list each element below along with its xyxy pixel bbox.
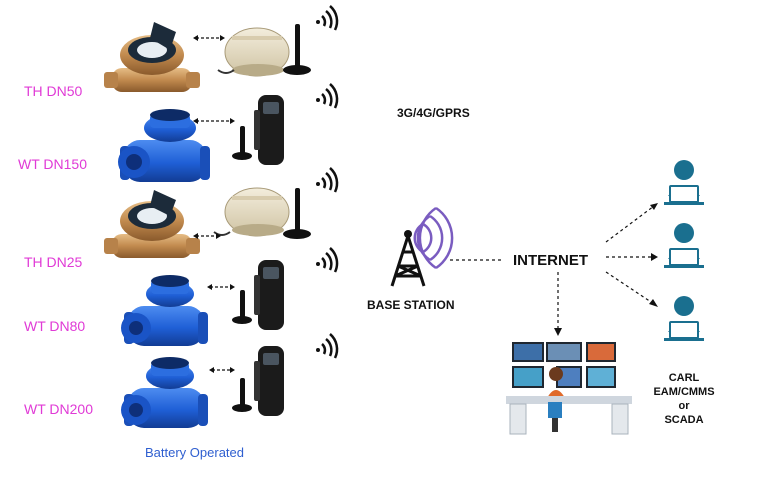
base-station-tower-icon (390, 206, 454, 287)
meter-label-wt-dn80: WT DN80 (24, 318, 86, 334)
network-label: 3G/4G/GPRS (397, 106, 470, 120)
system-label-line2: EAM/CMMS (653, 386, 715, 398)
meter-label-th-dn25: TH DN25 (24, 254, 83, 270)
base-station-label: BASE STATION (367, 298, 455, 312)
tall-module-2 (232, 95, 284, 165)
internet-label: INTERNET (513, 252, 588, 269)
blue-meter-4 (121, 275, 208, 346)
battery-operated-label: Battery Operated (145, 445, 244, 460)
control-room-illustration (506, 342, 632, 435)
system-label-line1: CARL (668, 372, 700, 384)
meter-label-th-dn50: TH DN50 (24, 83, 83, 99)
blue-meter-5 (121, 357, 208, 428)
meter-label-wt-dn200: WT DN200 (24, 401, 93, 417)
blue-meter-2 (118, 109, 210, 182)
round-module-1 (217, 24, 311, 77)
round-module-3 (213, 187, 311, 239)
brass-meter-3 (104, 190, 200, 258)
tall-module-4 (232, 260, 284, 330)
tall-module-5 (232, 346, 284, 416)
system-label-line3: or (678, 400, 690, 412)
meter-module-arrows (193, 35, 235, 373)
meter-label-wt-dn150: WT DN150 (18, 156, 87, 172)
system-label-line4: SCADA (664, 414, 704, 426)
brass-meter-1 (104, 22, 200, 92)
user-icon-2 (664, 223, 704, 268)
internet-user-arrows (554, 203, 658, 336)
user-icon-1 (664, 160, 704, 205)
system-label: CARL EAM/CMMS or SCADA (640, 371, 728, 427)
user-icon-3 (664, 296, 704, 341)
